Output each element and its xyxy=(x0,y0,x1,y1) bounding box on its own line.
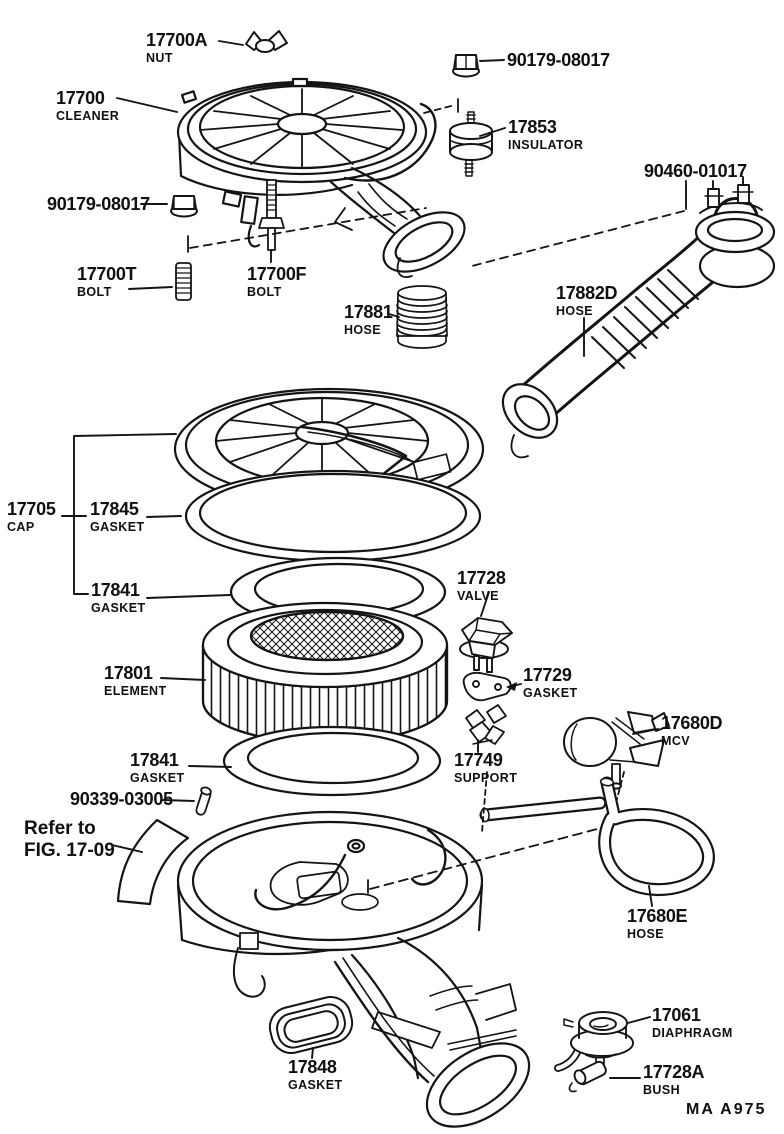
part-desc: NUT xyxy=(146,51,173,65)
part-label-17841-upper: 17841 GASKET xyxy=(91,581,146,615)
part-desc: CLEANER xyxy=(56,109,120,123)
air-cleaner-assembly-drawing xyxy=(176,77,466,278)
insulator-icon xyxy=(449,111,493,177)
part-number: 17061 xyxy=(652,1005,701,1025)
part-number: 90339-03005 xyxy=(70,789,173,809)
gasket-ring-17841-lower xyxy=(222,725,442,797)
part-number: 17680E xyxy=(627,906,688,926)
pin-icon-90339 xyxy=(195,786,212,816)
part-label-17700t: 17700T BOLT xyxy=(77,264,137,299)
part-number: 17700F xyxy=(247,264,307,284)
part-number: 17700A xyxy=(146,30,208,50)
part-desc: GASKET xyxy=(523,686,578,700)
part-number: 17700 xyxy=(56,88,105,108)
note-line-1: Refer to xyxy=(24,818,96,839)
part-number: 17853 xyxy=(508,117,557,137)
part-label-17700f: 17700F BOLT xyxy=(247,264,307,299)
gasket-ring-17845 xyxy=(184,469,482,563)
part-number: 17841 xyxy=(130,750,179,770)
part-number: 17881 xyxy=(344,302,393,322)
hose-icon-17881 xyxy=(396,285,448,349)
part-desc: ELEMENT xyxy=(104,684,167,698)
part-desc: VALVE xyxy=(457,589,499,603)
part-desc: SUPPORT xyxy=(454,771,518,785)
part-label-17845: 17845 GASKET xyxy=(90,500,145,534)
leader-lines xyxy=(61,40,687,1079)
part-label-17705: 17705 CAP xyxy=(7,500,56,534)
diaphragm-icon-17061 xyxy=(554,1011,634,1072)
part-desc: BOLT xyxy=(77,285,112,299)
part-label-17853: 17853 INSULATOR xyxy=(508,118,583,152)
part-label-17749: 17749 SUPPORT xyxy=(454,751,517,785)
part-label-17882d: 17882D HOSE xyxy=(556,283,618,318)
bush-icon-17728a xyxy=(568,1060,607,1093)
part-desc: GASKET xyxy=(288,1078,343,1092)
part-label-17680d: 17680D MCV xyxy=(661,713,723,748)
gasket-icon-17848 xyxy=(268,996,354,1054)
part-desc: MCV xyxy=(661,734,690,748)
part-desc: INSULATOR xyxy=(508,138,584,152)
part-label-17680e: 17680E HOSE xyxy=(627,906,688,941)
part-number: 17705 xyxy=(7,499,56,519)
part-number: 17848 xyxy=(288,1057,337,1077)
intake-hose-drawing xyxy=(501,197,776,459)
part-label-17728a: 17728A BUSH xyxy=(643,1062,705,1097)
figure-reference-note: Refer to FIG. 17-09 xyxy=(24,818,115,862)
part-label-90179-08017-left: 90179-08017 xyxy=(47,195,150,213)
stud-icon-17700t xyxy=(175,262,192,301)
part-number: 17749 xyxy=(454,750,503,770)
part-label-17841-lower: 17841 GASKET xyxy=(130,751,185,785)
part-number: 17882D xyxy=(556,283,618,303)
part-number: 17728A xyxy=(643,1062,705,1082)
part-desc: HOSE xyxy=(344,323,382,337)
page-code: MA A975 xyxy=(686,1101,767,1118)
wing-nut-icon xyxy=(245,30,288,53)
part-label-90460-01017: 90460-01017 xyxy=(644,162,747,180)
part-number: 17700T xyxy=(77,264,137,284)
part-label-17881: 17881 HOSE xyxy=(344,303,393,337)
part-number: 17841 xyxy=(91,580,140,600)
part-label-17848: 17848 GASKET xyxy=(288,1058,343,1092)
part-desc: CAP xyxy=(7,520,35,534)
part-label-17061: 17061 DIAPHRAGM xyxy=(652,1006,733,1040)
part-label-17700: 17700 CLEANER xyxy=(56,89,119,123)
part-desc: HOSE xyxy=(556,304,594,318)
part-number: 17729 xyxy=(523,665,572,685)
part-label-90339-03005: 90339-03005 xyxy=(70,790,173,808)
part-number: 17728 xyxy=(457,568,506,588)
deflector-drawing xyxy=(116,818,190,906)
part-number: 90460-01017 xyxy=(644,161,747,181)
part-desc: GASKET xyxy=(130,771,185,785)
clamp-icon xyxy=(699,176,763,214)
vacuum-hose-17680e xyxy=(479,776,715,897)
part-desc: GASKET xyxy=(91,601,146,615)
part-number: 90179-08017 xyxy=(47,194,150,214)
hex-nut-icon-top-right xyxy=(452,54,480,78)
dashed-alignment-lines xyxy=(187,98,685,894)
part-label-17728: 17728 VALVE xyxy=(457,569,506,603)
part-number: 17680D xyxy=(661,713,723,733)
element-drawing xyxy=(201,601,449,745)
base-assembly-drawing xyxy=(176,810,531,1128)
valve-icon-17728 xyxy=(459,617,513,673)
part-number: 90179-08017 xyxy=(507,50,610,70)
gasket-plate-17729 xyxy=(462,671,512,702)
part-label-17700a: 17700A NUT xyxy=(146,30,208,65)
part-desc: DIAPHRAGM xyxy=(652,1026,733,1040)
part-label-17729: 17729 GASKET xyxy=(523,666,578,700)
hex-nut-icon-left xyxy=(170,195,198,218)
part-desc: BUSH xyxy=(643,1083,681,1097)
part-label-90179-08017-top: 90179-08017 xyxy=(507,51,610,69)
note-line-2: FIG. 17-09 xyxy=(24,839,115,861)
support-icon-17749 xyxy=(465,704,507,745)
part-number: 17801 xyxy=(104,663,153,683)
part-desc: GASKET xyxy=(90,520,145,534)
part-desc: HOSE xyxy=(627,927,665,941)
part-desc: BOLT xyxy=(247,285,282,299)
part-label-17801: 17801 ELEMENT xyxy=(104,664,167,698)
part-number: 17845 xyxy=(90,499,139,519)
mcv-icon xyxy=(563,711,670,790)
